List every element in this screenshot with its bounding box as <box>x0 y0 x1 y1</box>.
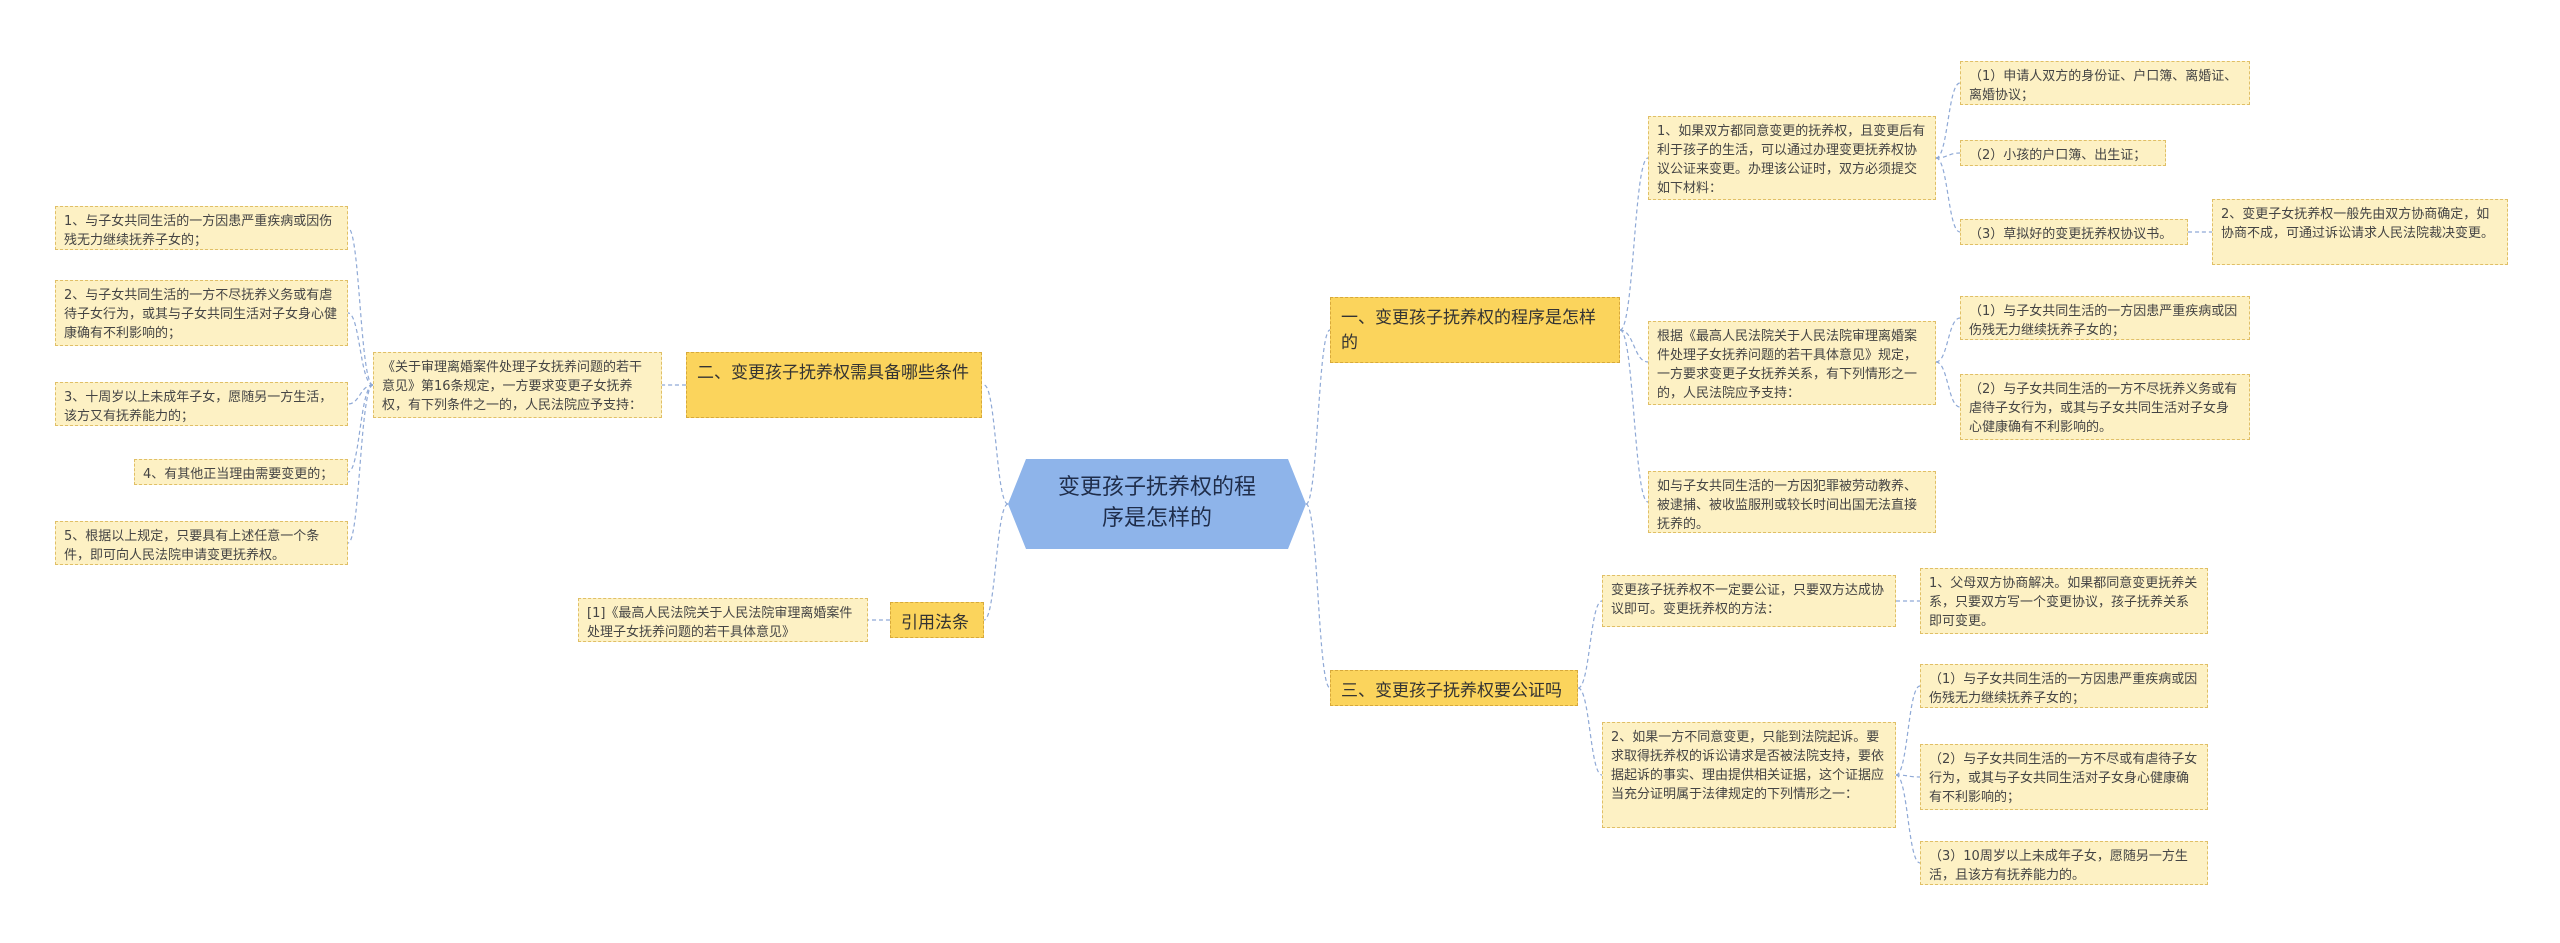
cited-law-reference[interactable]: [1]《最高人民法院关于人民法院审理离婚案件处理子女抚养问题的若干具体意见》 <box>578 598 868 642</box>
regulation-article-16[interactable]: 《关于审理离婚案件处理子女抚养问题的若干意见》第16条规定，一方要求变更子女抚养… <box>373 352 662 418</box>
condition-serious-illness[interactable]: （1）与子女共同生活的一方因患严重疾病或因伤残无力继续抚养子女的； <box>1960 296 2250 340</box>
branch-conditions[interactable]: 二、变更孩子抚养权需具备哪些条件 <box>686 352 982 418</box>
evidence-child-preference[interactable]: （3）10周岁以上未成年子女，愿随另一方生活，且该方有抚养能力的。 <box>1920 841 2208 885</box>
method-agreement[interactable]: 变更孩子抚养权不一定要公证，只要双方达成协议即可。变更抚养权的方法： <box>1602 575 1896 627</box>
material-agreement-draft[interactable]: （3）草拟好的变更抚养权协议书。 <box>1960 219 2188 245</box>
procedure-notarization[interactable]: 1、如果双方都同意变更的抚养权，且变更后有利于孩子的生活，可以通过办理变更抚养权… <box>1648 116 1936 200</box>
branch-cited-law[interactable]: 引用法条 <box>890 602 984 638</box>
branch-notarization-required[interactable]: 三、变更孩子抚养权要公证吗 <box>1330 670 1578 706</box>
procedure-court-opinion[interactable]: 根据《最高人民法院关于人民法院审理离婚案件处理子女抚养问题的若干具体意见》规定，… <box>1648 321 1936 405</box>
material-id-documents[interactable]: （1）申请人双方的身份证、户口簿、离婚证、离婚协议； <box>1960 61 2250 105</box>
material-child-registration[interactable]: （2）小孩的户口簿、出生证； <box>1960 140 2166 166</box>
method-court-lawsuit[interactable]: 2、如果一方不同意变更，只能到法院起诉。要求取得抚养权的诉讼请求是否被法院支持，… <box>1602 722 1896 828</box>
root-topic[interactable]: 变更孩子抚养权的程序是怎样的 <box>1008 459 1306 549</box>
evidence-serious-illness[interactable]: （1）与子女共同生活的一方因患严重疾病或因伤残无力继续抚养子女的； <box>1920 664 2208 708</box>
branch-procedure[interactable]: 一、变更孩子抚养权的程序是怎样的 <box>1330 297 1620 363</box>
negotiation-or-litigation[interactable]: 2、变更子女抚养权一般先由双方协商确定，如协商不成，可通过诉讼请求人民法院裁决变… <box>2212 199 2508 265</box>
condition-1-illness[interactable]: 1、与子女共同生活的一方因患严重疾病或因伤残无力继续抚养子女的； <box>55 206 348 250</box>
method-parents-negotiate[interactable]: 1、父母双方协商解决。如果都同意变更抚养关系，只要双方写一个变更协议，孩子抚养关… <box>1920 568 2208 634</box>
condition-2-neglect[interactable]: 2、与子女共同生活的一方不尽抚养义务或有虐待子女行为，或其与子女共同生活对子女身… <box>55 280 348 346</box>
condition-5-summary[interactable]: 5、根据以上规定，只要具有上述任意一个条件，即可向人民法院申请变更抚养权。 <box>55 521 348 565</box>
condition-4-other-reason[interactable]: 4、有其他正当理由需要变更的； <box>134 459 348 485</box>
condition-criminal-custody[interactable]: 如与子女共同生活的一方因犯罪被劳动教养、被逮捕、被收监服刑或较长时间出国无法直接… <box>1648 471 1936 533</box>
condition-3-child-choice[interactable]: 3、十周岁以上未成年子女，愿随另一方生活，该方又有抚养能力的； <box>55 382 348 426</box>
evidence-neglect-abuse[interactable]: （2）与子女共同生活的一方不尽或有虐待子女行为，或其与子女共同生活对子女身心健康… <box>1920 744 2208 810</box>
condition-neglect-abuse[interactable]: （2）与子女共同生活的一方不尽抚养义务或有虐待子女行为，或其与子女共同生活对子女… <box>1960 374 2250 440</box>
